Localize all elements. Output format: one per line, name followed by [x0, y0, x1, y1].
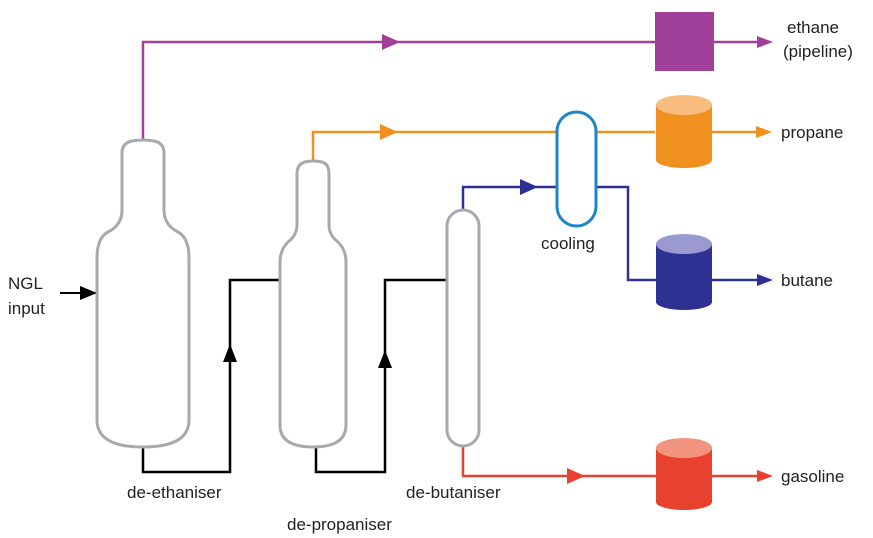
ethaniser-to-propaniser-line	[141, 278, 282, 474]
propane-line	[311, 130, 655, 162]
de-butaniser-label: de-butaniser	[406, 483, 501, 502]
de-propaniser-label: de-propaniser	[287, 515, 392, 534]
ethane-pipeline-block	[655, 12, 714, 71]
de-butaniser-column	[445, 208, 481, 448]
gasoline-flow-arrow	[567, 468, 585, 484]
cooling-label: cooling	[541, 234, 595, 253]
ethane-flow-arrow	[382, 34, 400, 50]
butane-flow-arrow	[520, 179, 538, 195]
ethane-line	[141, 40, 655, 143]
butane-tank	[656, 234, 712, 310]
propane-tank	[656, 95, 712, 168]
ethaniser-link-arrow	[223, 344, 237, 362]
butane-line-out	[596, 185, 656, 282]
propaniser-to-butaniser-line	[314, 278, 447, 474]
gasoline-outlet-arrow	[757, 470, 773, 482]
cooling-unit	[555, 110, 598, 228]
ethane-label-line1: ethane	[787, 18, 839, 37]
gasoline-label: gasoline	[781, 467, 844, 486]
ethane-label-line2: (pipeline)	[783, 42, 853, 61]
ngl-input-label-line2: input	[8, 299, 45, 318]
gasoline-tank	[656, 438, 712, 510]
butane-label: butane	[781, 271, 833, 290]
butane-line-in	[461, 185, 557, 212]
de-propaniser-column	[278, 159, 348, 449]
propaniser-link-arrow	[378, 350, 392, 368]
ethane-outlet-arrow	[757, 36, 773, 48]
gasoline-line	[461, 440, 656, 478]
propane-label: propane	[781, 123, 843, 142]
de-ethaniser-label: de-ethaniser	[127, 483, 222, 502]
ngl-input-label-line1: NGL	[8, 274, 43, 293]
propane-flow-arrow	[380, 124, 398, 140]
propane-outlet-arrow	[756, 126, 772, 138]
butane-outlet-arrow	[757, 274, 773, 286]
de-ethaniser-column	[95, 138, 191, 449]
ngl-input-arrow	[80, 286, 97, 300]
